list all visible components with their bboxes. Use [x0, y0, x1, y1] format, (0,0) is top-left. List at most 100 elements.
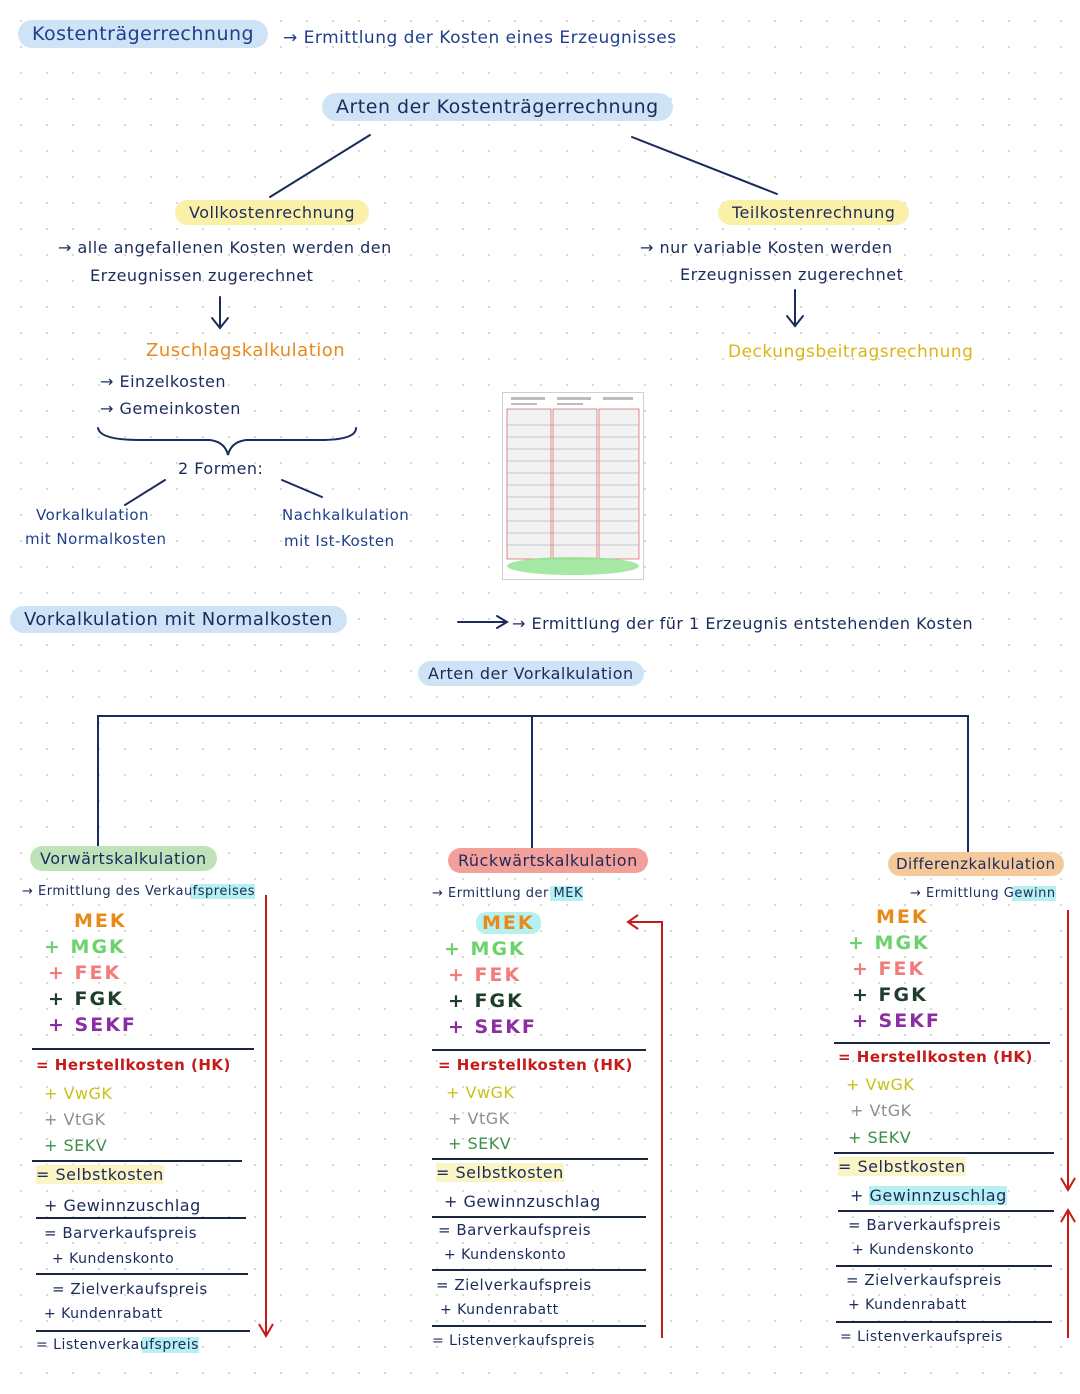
gewinnzuschlag-item: + Gewinnzuschlag: [444, 1192, 601, 1211]
zielverkaufspreis-item: = Zielverkaufspreis: [436, 1276, 592, 1294]
line-to-vollkosten: [269, 134, 371, 198]
calculation-table-thumbnail: [502, 392, 644, 580]
einzelkosten-item: → Einzelkosten: [100, 372, 226, 391]
rule-c1-1: [32, 1048, 254, 1050]
rule-c2-2: [432, 1158, 648, 1160]
line-to-nachkalkulation: [281, 479, 323, 498]
zielverkaufspreis-item: = Zielverkaufspreis: [52, 1280, 208, 1298]
arrow-backward-head: [626, 914, 639, 930]
vwgk-item: + VwGK: [446, 1083, 515, 1102]
gewinnzuschlag-item: + Gewinnzuschlag: [44, 1196, 201, 1215]
rueckwaertskalkulation-title: Rückwärtskalkulation: [448, 848, 648, 873]
voll-desc-line2: Erzeugnissen zugerechnet: [90, 266, 314, 285]
rueckwaerts-subtitle: → Ermittlung der MEK: [432, 886, 583, 901]
arten-heading: Arten der Kostenträgerrechnung: [322, 93, 673, 121]
barverkaufspreis-item: = Barverkaufspreis: [438, 1221, 592, 1239]
rule-c1-2: [32, 1160, 242, 1162]
rule-c1-3: [36, 1217, 246, 1219]
sekv-item: + SEKV: [44, 1136, 108, 1155]
fek-item: + FEK: [448, 964, 522, 986]
kundenskonto-item: + Kundenskonto: [444, 1247, 567, 1263]
page-title: Kostenträgerrechnung: [18, 20, 269, 48]
vtgk-item: + VtGK: [448, 1109, 510, 1128]
barverkaufspreis-item: = Barverkaufspreis: [848, 1216, 1002, 1234]
vollkostenrechnung-label: Vollkostenrechnung: [175, 200, 370, 225]
differenz-subtitle: → Ermittlung Gewinn: [910, 886, 1056, 901]
mgk-item: + MGK: [848, 932, 930, 954]
vorkalkulation-definition: → Ermittlung der für 1 Erzeugnis entsteh…: [512, 614, 974, 633]
zielverkaufspreis-item: = Zielverkaufspreis: [846, 1271, 1002, 1289]
kundenrabatt-item: + Kundenrabatt: [44, 1306, 163, 1322]
istkosten-label: mit Ist-Kosten: [284, 532, 395, 550]
fgk-item: + FGK: [448, 990, 524, 1012]
selbstkosten-item: = Selbstkosten: [838, 1157, 966, 1176]
rule-c2-1: [432, 1049, 646, 1051]
fgk-item: + FGK: [852, 984, 928, 1006]
mek-item: MEK: [74, 910, 127, 932]
vorwaerts-subtitle: → Ermittlung des Verkaufspreises: [22, 884, 256, 899]
selbstkosten-item: = Selbstkosten: [436, 1163, 564, 1182]
nachkalkulation-label: Nachkalkulation: [282, 506, 410, 524]
vwgk-item: + VwGK: [846, 1075, 915, 1094]
line-to-teilkosten: [631, 136, 778, 195]
curly-brace: [97, 427, 357, 456]
zuschlagskalkulation-label: Zuschlagskalkulation: [146, 340, 346, 361]
selbstkosten-item: = Selbstkosten: [36, 1165, 164, 1184]
rule-c3-4: [836, 1265, 1052, 1267]
sekf-item: + SEKF: [852, 1010, 941, 1032]
mgk-item: + MGK: [44, 936, 126, 958]
arrow-head-teil: [786, 315, 804, 328]
rule-c3-3: [838, 1210, 1054, 1212]
herstellkosten-item: = Herstellkosten (HK): [438, 1056, 633, 1074]
vorkalkulation-title: Vorkalkulation mit Normalkosten: [10, 606, 347, 633]
normalkosten-label: mit Normalkosten: [25, 530, 167, 548]
rule-c2-4: [432, 1269, 646, 1271]
vwgk-item: + VwGK: [44, 1084, 113, 1103]
rule-c2-5: [432, 1325, 646, 1327]
arrow-diff-up-head: [1060, 1208, 1076, 1223]
rule-c2-3: [432, 1216, 646, 1218]
fgk-item: + FGK: [48, 988, 124, 1010]
kostentraegerrechnung-title: Kostenträgerrechnung: [18, 20, 269, 48]
gemeinkosten-item: → Gemeinkosten: [100, 399, 241, 418]
herstellkosten-item: = Herstellkosten (HK): [36, 1056, 231, 1074]
sekv-item: + SEKV: [848, 1128, 912, 1147]
rule-c3-2: [834, 1152, 1054, 1154]
fek-item: + FEK: [48, 962, 122, 984]
arrow-diff-down-head: [1060, 1177, 1076, 1192]
sekv-item: + SEKV: [448, 1134, 512, 1153]
mgk-item: + MGK: [444, 938, 526, 960]
fek-item: + FEK: [852, 958, 926, 980]
mek-item: MEK: [440, 910, 670, 936]
listenverkaufspreis-item: = Listenverkaufspreis: [36, 1337, 199, 1353]
rule-c1-5: [36, 1330, 250, 1332]
differenzkalkulation-title: Differenzkalkulation: [888, 852, 1064, 876]
arrow-forward-head: [258, 1323, 274, 1338]
teilkostenrechnung-label: Teilkostenrechnung: [718, 200, 910, 225]
teil-desc-line1: → nur variable Kosten werden: [640, 238, 893, 257]
vorwaertskalkulation-title: Vorwärtskalkulation: [30, 846, 217, 871]
vorwaerts-list: MEK + MGK + FEK + FGK + SEKF: [40, 908, 270, 1038]
rule-c1-4: [36, 1273, 248, 1275]
rule-c3-1: [834, 1042, 1050, 1044]
vtgk-item: + VtGK: [850, 1101, 912, 1120]
rueckwaerts-list: MEK + MGK + FEK + FGK + SEKF: [440, 910, 670, 1040]
voll-desc-line1: → alle angefallenen Kosten werden den: [58, 238, 392, 257]
table-thumbnail-image: [506, 397, 640, 575]
arrow-backward: [628, 921, 663, 1338]
arten-vorkalkulation-heading: Arten der Vorkalkulation: [418, 661, 644, 686]
rule-c3-5: [836, 1321, 1052, 1323]
gewinnzuschlag-item: + Gewinnzuschlag: [850, 1186, 1007, 1205]
kundenrabatt-item: + Kundenrabatt: [848, 1297, 967, 1313]
kundenrabatt-item: + Kundenrabatt: [440, 1302, 559, 1318]
herstellkosten-item: = Herstellkosten (HK): [838, 1048, 1033, 1066]
listenverkaufspreis-item: = Listenverkaufspreis: [432, 1333, 595, 1349]
vtgk-item: + VtGK: [44, 1110, 106, 1129]
sekf-item: + SEKF: [48, 1014, 137, 1036]
vorkalkulation-label: Vorkalkulation: [36, 506, 150, 524]
kundenskonto-item: + Kundenskonto: [52, 1251, 175, 1267]
arrow-head-vork: [496, 615, 509, 629]
arrow-head-voll: [211, 317, 229, 330]
sekf-item: + SEKF: [448, 1016, 537, 1038]
